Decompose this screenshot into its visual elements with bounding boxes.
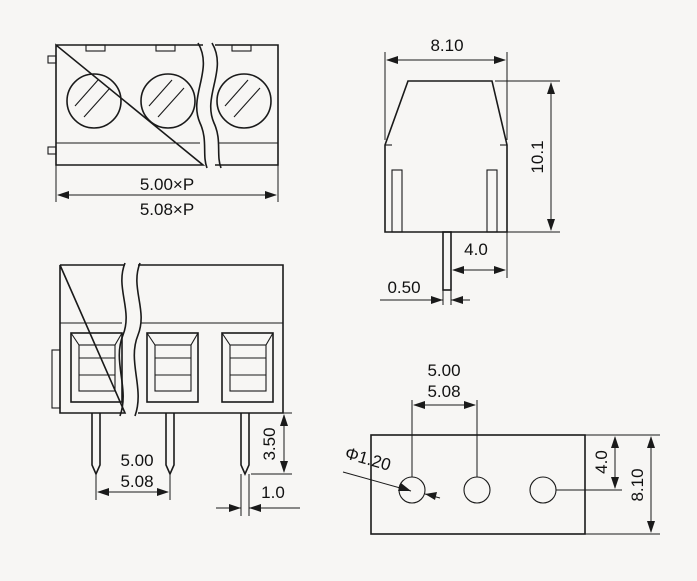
front-pin-width-label: 1.0	[261, 483, 285, 502]
pcb-pitch-label-1: 5.00	[427, 361, 460, 380]
pcb-pitch-label-2: 5.08	[427, 382, 460, 401]
side-height-label: 10.1	[528, 140, 547, 173]
pcb-layout: 5.00 5.08 Φ1.20 4.0 8.10	[342, 361, 660, 535]
front-pitch-label-1: 5.00	[120, 451, 153, 470]
wire-opening-1	[70, 332, 123, 403]
wire-opening-2	[146, 332, 199, 403]
pcb-hole-diameter-label: Φ1.20	[343, 444, 393, 475]
side-pin-offset-label: 4.0	[464, 240, 488, 259]
wire-opening-3	[221, 332, 274, 403]
top-pitch-label-1: 5.00×P	[140, 175, 194, 194]
pcb-hole-offset-label: 4.0	[592, 450, 611, 474]
front-view: 5.00 5.08 3.50 1.0	[51, 262, 300, 516]
pcb-hole-3	[529, 476, 557, 504]
pcb-board-height-label: 8.10	[628, 468, 647, 501]
top-view: 5.00×P 5.08×P	[47, 42, 279, 219]
side-width-label: 8.10	[430, 36, 463, 55]
side-pin-thickness-label: 0.50	[387, 278, 420, 297]
front-pitch-label-2: 5.08	[120, 472, 153, 491]
side-view: 8.10 10.1 4.0 0.50	[380, 36, 560, 305]
pcb-hole-2	[463, 476, 491, 504]
front-pin-length-label: 3.50	[260, 427, 279, 460]
top-pitch-label-2: 5.08×P	[140, 200, 194, 219]
